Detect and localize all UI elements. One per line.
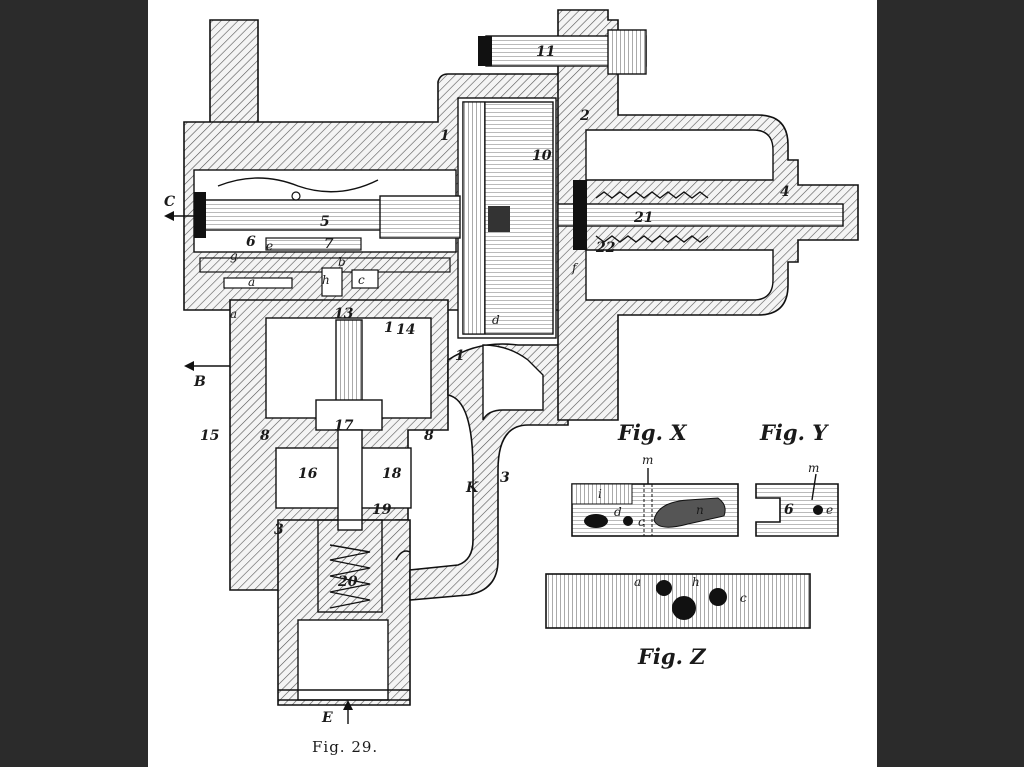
part-label: 4 — [780, 184, 790, 200]
fig-x-label: m — [642, 453, 653, 467]
part-label: 6 — [246, 234, 256, 250]
fig-y-label: e — [826, 503, 833, 517]
figure-caption: Fig. 29. — [312, 738, 378, 756]
fig-y-label: 6 — [784, 502, 794, 518]
leaf-spring — [217, 177, 379, 193]
figure-sheet: 1 1 1 2 3 3 4 5 6 7 8 8 10 11 13 14 15 1… — [148, 0, 877, 767]
fig-z-label: a — [634, 575, 641, 589]
flow-label-c: C — [164, 194, 175, 210]
fig-x-label: i — [598, 487, 602, 501]
part-label: 5 — [320, 214, 330, 230]
flow-label-b: B — [193, 374, 206, 390]
slide-valve — [199, 237, 451, 297]
fig-x-title: Fig. X — [617, 420, 687, 445]
part-letter: f — [571, 261, 579, 275]
part-label: 17 — [334, 418, 354, 434]
part-label: 2 — [579, 108, 590, 124]
part-label: 3 — [500, 470, 510, 486]
part-label: 20 — [337, 574, 358, 590]
part-label: 1 — [440, 128, 450, 144]
part-label: 11 — [536, 44, 555, 60]
part-label: 13 — [334, 306, 354, 322]
fig-y-title: Fig. Y — [759, 420, 829, 445]
fig-z-label: c — [740, 591, 747, 605]
part-letter: a — [248, 275, 255, 289]
part-label: 1 — [384, 320, 394, 336]
part-label: 22 — [595, 240, 616, 256]
part-letter: a — [230, 307, 237, 321]
flow-label-e: E — [321, 710, 333, 726]
part-label: 21 — [633, 210, 653, 226]
part-letter: e — [266, 239, 273, 253]
part-letter: c — [358, 273, 365, 287]
bolt-11 — [478, 29, 647, 75]
part-letter: b — [338, 255, 346, 269]
inset-fig-x: Fig. X m i d c n — [571, 420, 739, 537]
part-label: 8 — [424, 428, 434, 444]
mechanism-diagram: 1 1 1 2 3 3 4 5 6 7 8 8 10 11 13 14 15 1… — [164, 9, 859, 756]
part-label: 8 — [260, 428, 270, 444]
fig-x-label: c — [638, 515, 645, 529]
spring-20 — [317, 519, 383, 613]
part-letter: h — [322, 273, 330, 287]
part-label: 10 — [532, 148, 552, 164]
part-label: 3 — [274, 522, 284, 538]
fig-y-label: m — [808, 461, 819, 475]
part-letter: g — [230, 249, 238, 263]
fig-x-label: n — [696, 503, 704, 517]
part-label: 16 — [298, 466, 318, 482]
fig-x-label: d — [614, 505, 622, 519]
part-label: 1 — [455, 348, 465, 364]
fig-z-title: Fig. Z — [637, 644, 706, 669]
part-letter: d — [492, 313, 500, 327]
piston-rod — [194, 180, 844, 250]
inset-fig-y: Fig. Y m 6 e — [755, 420, 839, 537]
flow-arrows — [164, 211, 411, 724]
part-label: 15 — [200, 428, 219, 444]
part-labels: 1 1 1 2 3 3 4 5 6 7 8 8 10 11 13 14 15 1… — [164, 44, 790, 726]
main-valve — [315, 319, 383, 531]
fig-z-label: h — [692, 575, 700, 589]
part-label: 7 — [324, 236, 334, 252]
part-label: 14 — [396, 322, 415, 338]
part-letter: K — [465, 480, 479, 496]
part-label: 18 — [382, 466, 402, 482]
part-label: 19 — [372, 502, 392, 518]
spring-22 — [595, 191, 709, 243]
inset-fig-z: a h c Fig. Z — [545, 573, 811, 669]
